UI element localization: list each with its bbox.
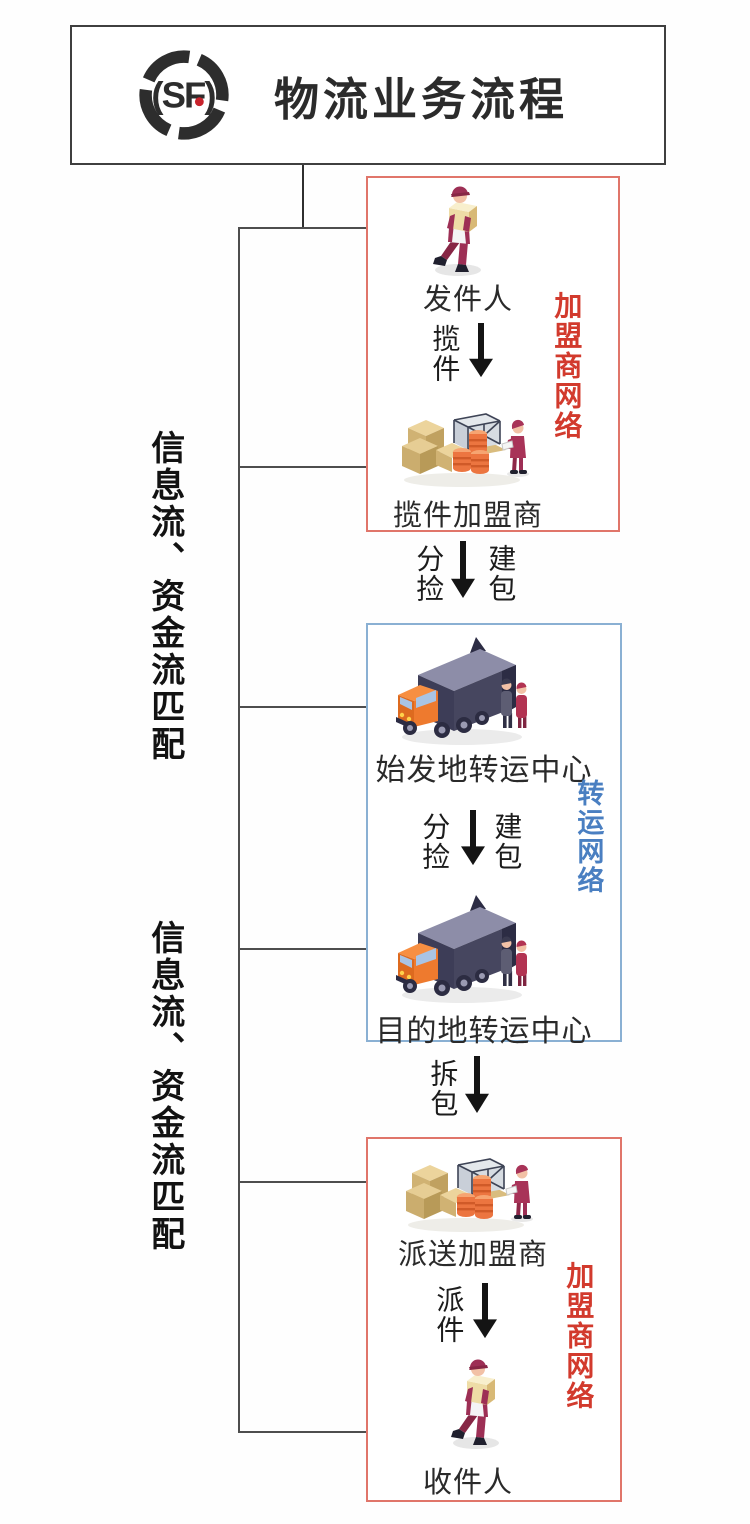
stage-box-transit-network: 始发地转运中心 分捡 建包 转运网络 <box>366 623 622 1048</box>
sf-express-logo-icon: (SF) <box>139 50 229 140</box>
bracket-rung-2 <box>238 466 367 468</box>
bracket-rung-6 <box>238 1431 367 1433</box>
bracket-rung-4 <box>238 948 367 950</box>
franchise-depot-icon <box>402 413 529 487</box>
node-label-recipient: 收件人 <box>422 1467 513 1499</box>
arrow-label-pickup: 揽件 <box>429 324 461 384</box>
network-label-franchise-bottom: 加盟商网络 <box>563 1261 595 1411</box>
down-arrow-icon <box>451 541 475 599</box>
stage-box-pickup-franchise-network: 发件人 揽件 <box>366 176 620 532</box>
bracket-rung-5 <box>238 1181 367 1183</box>
down-arrow-icon <box>461 810 485 866</box>
courier-person-icon <box>451 1359 499 1449</box>
network-label-transit: 转运网络 <box>573 779 604 895</box>
transition-label-sorting: 分捡 <box>413 544 445 604</box>
down-arrow-icon <box>473 1283 497 1339</box>
stage-box-delivery-franchise-network: 派送加盟商 派件 加盟商网络 收件人 <box>366 1137 622 1502</box>
node-label-delivery-franchisee: 派送加盟商 <box>397 1239 548 1271</box>
header: (SF) 物流业务流程 <box>70 25 666 165</box>
freight-truck-icon <box>396 895 527 1003</box>
bracket-rung-1 <box>238 227 367 229</box>
freight-truck-icon <box>396 637 527 745</box>
transition-label-unpacking: 拆包 <box>427 1059 459 1119</box>
node-label-destination-transfer-center: 目的地转运中心 <box>375 1015 593 1048</box>
transition-label-packing: 建包 <box>485 544 517 604</box>
side-label-info-capital-flow-upper: 信息流、资金流匹配 <box>145 430 184 763</box>
sf-logo-red-dot <box>194 97 204 107</box>
arrow-label-packing: 建包 <box>491 812 523 872</box>
bracket-rung-3 <box>238 706 367 708</box>
node-label-pickup-franchisee: 揽件加盟商 <box>392 500 543 532</box>
sf-logo-text: (SF) <box>151 74 215 115</box>
side-label-info-capital-flow-lower: 信息流、资金流匹配 <box>145 920 184 1253</box>
arrow-label-delivery: 派件 <box>433 1285 465 1345</box>
courier-person-icon <box>433 186 481 276</box>
node-label-sender: 发件人 <box>422 284 513 316</box>
arrow-label-sorting: 分捡 <box>419 812 451 872</box>
down-arrow-icon <box>469 323 493 378</box>
page-title: 物流业务流程 <box>274 73 569 125</box>
node-label-origin-transfer-center: 始发地转运中心 <box>375 754 593 787</box>
franchise-depot-icon <box>406 1158 533 1232</box>
bracket-vertical-line <box>238 227 240 1433</box>
network-label-franchise-top: 加盟商网络 <box>551 291 583 441</box>
down-arrow-icon <box>465 1056 489 1114</box>
header-connector-line <box>302 165 304 228</box>
